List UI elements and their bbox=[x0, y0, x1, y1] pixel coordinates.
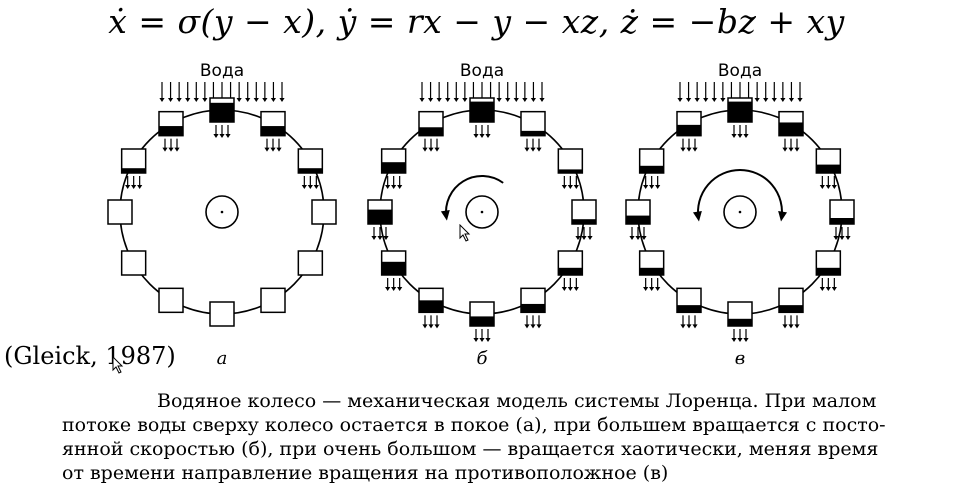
water-label: Вода bbox=[200, 61, 244, 81]
bucket bbox=[120, 250, 147, 276]
bucket bbox=[778, 287, 804, 329]
bucket-leak-arrows bbox=[422, 138, 440, 152]
bucket bbox=[311, 199, 337, 225]
bucket bbox=[418, 287, 444, 329]
bucket-leak-arrows bbox=[473, 329, 491, 342]
bucket bbox=[520, 110, 546, 152]
bucket-leak-arrows bbox=[819, 278, 837, 291]
bucket-leak-arrows bbox=[524, 315, 542, 329]
bucket-leak-arrows bbox=[731, 329, 749, 342]
bucket bbox=[107, 199, 133, 225]
bucket-leak-arrows bbox=[125, 176, 143, 189]
bucket bbox=[260, 110, 286, 152]
bucket-leak-arrows bbox=[680, 315, 698, 329]
caption-line-1: Водяное колесо — механическая модель сис… bbox=[157, 390, 877, 412]
bucket-leak-arrows bbox=[561, 278, 579, 291]
bucket-leak-arrows bbox=[575, 227, 593, 240]
bucket bbox=[815, 148, 842, 189]
bucket bbox=[778, 110, 804, 152]
bucket-leak-arrows bbox=[524, 138, 542, 152]
bucket bbox=[829, 199, 855, 240]
water-label: Вода bbox=[460, 61, 504, 81]
mouse-pointer-icon bbox=[459, 224, 471, 242]
bucket bbox=[469, 97, 495, 138]
bucket-leak-arrows bbox=[731, 125, 749, 138]
water-label: Вода bbox=[718, 61, 762, 81]
rotation-arrow-icon bbox=[440, 175, 504, 221]
bucket-leak-arrows bbox=[213, 125, 231, 138]
bucket bbox=[638, 148, 665, 189]
bucket bbox=[120, 148, 147, 189]
bucket-leak-arrows bbox=[162, 138, 180, 152]
bucket bbox=[297, 148, 324, 189]
caption-line-2: потоке воды сверху колесо остается в пок… bbox=[62, 414, 886, 436]
bucket bbox=[571, 199, 597, 240]
bucket bbox=[727, 97, 753, 138]
bucket bbox=[676, 287, 702, 329]
bucket bbox=[158, 110, 184, 152]
lorenz-equations: ẋ = σ(y − x), ẏ = rx − y − xz, ż = −bz +… bbox=[108, 2, 845, 41]
caption-line-4: от времени направление вращения на проти… bbox=[62, 462, 669, 484]
bucket-leak-arrows bbox=[643, 278, 661, 291]
panel-label: в bbox=[735, 348, 745, 369]
water-wheel-a: Вода а bbox=[107, 61, 337, 369]
bucket bbox=[638, 250, 665, 291]
bucket-leak-arrows bbox=[680, 138, 698, 152]
bucket bbox=[158, 287, 184, 314]
bucket bbox=[209, 97, 235, 138]
bucket bbox=[557, 148, 584, 189]
bucket-leak-arrows bbox=[561, 176, 579, 189]
bucket bbox=[815, 250, 842, 291]
bucket bbox=[520, 287, 546, 329]
bucket-leak-arrows bbox=[833, 227, 851, 240]
bucket-leak-arrows bbox=[643, 176, 661, 189]
figure-caption: Водяное колесо — механическая модель сис… bbox=[62, 389, 912, 485]
water-wheel-b: Вода б bbox=[367, 61, 597, 369]
bucket-leak-arrows bbox=[385, 176, 403, 189]
bucket-leak-arrows bbox=[819, 176, 837, 189]
mouse-pointer-icon bbox=[112, 356, 124, 374]
bucket bbox=[297, 250, 324, 276]
bucket bbox=[418, 110, 444, 152]
panel-label: а bbox=[217, 348, 228, 369]
bucket-leak-arrows bbox=[782, 138, 800, 152]
bucket bbox=[469, 301, 495, 342]
bucket bbox=[676, 110, 702, 152]
bucket-leak-arrows bbox=[422, 315, 440, 329]
water-wheel-v: Вода в bbox=[625, 61, 855, 369]
water-inflow-arrows bbox=[159, 82, 285, 102]
bucket-leak-arrows bbox=[264, 138, 282, 152]
bucket-leak-arrows bbox=[782, 315, 800, 329]
bucket-leak-arrows bbox=[385, 278, 403, 291]
bucket bbox=[727, 301, 753, 342]
water-inflow-arrows bbox=[419, 82, 545, 102]
panel-label: б bbox=[477, 348, 489, 369]
bucket bbox=[625, 199, 651, 240]
rotation-arrow-icon bbox=[692, 169, 788, 222]
bucket bbox=[367, 199, 393, 240]
citation: (Gleick, 1987) bbox=[4, 342, 176, 370]
bucket-leak-arrows bbox=[473, 125, 491, 138]
bucket-leak-arrows bbox=[301, 176, 319, 189]
bucket bbox=[380, 250, 407, 291]
bucket bbox=[260, 287, 286, 314]
bucket bbox=[380, 148, 407, 189]
bucket-leak-arrows bbox=[629, 227, 647, 240]
caption-line-3: янной скоростью (б), при очень большом —… bbox=[62, 438, 879, 460]
bucket-leak-arrows bbox=[371, 227, 389, 240]
bucket bbox=[557, 250, 584, 291]
bucket bbox=[209, 301, 235, 327]
